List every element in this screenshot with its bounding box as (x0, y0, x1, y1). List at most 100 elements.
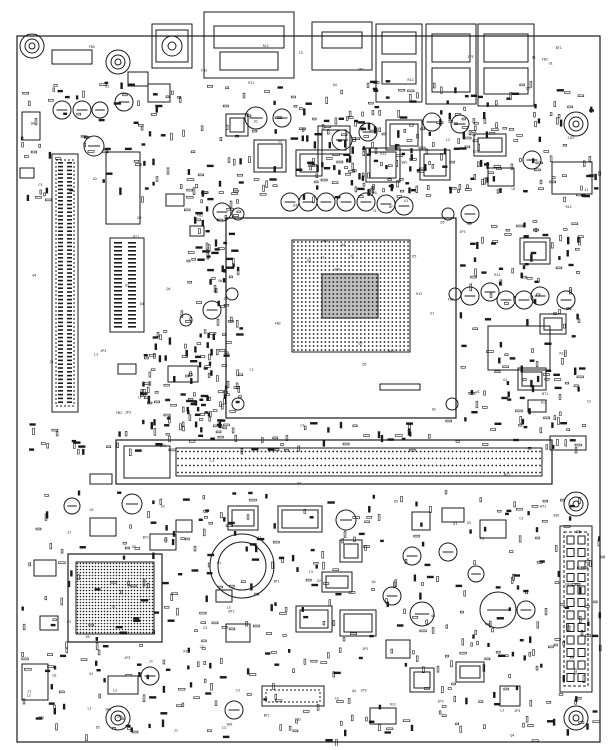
ref-label: J1 (320, 255, 324, 259)
reference-labels: U1U2C3R12J1Q4L2D5SW1BT1JP3FB2U1U2C3R12J1… (27, 44, 591, 738)
capacitor (121, 493, 143, 515)
capacitor (496, 290, 516, 310)
ref-label: R12 (416, 292, 422, 296)
ref-label: U1 (112, 604, 116, 608)
ref-label: SW1 (227, 723, 233, 727)
ref-label: Q4 (341, 243, 345, 247)
ref-label: SW1 (322, 239, 328, 243)
cmos-battery (209, 533, 275, 599)
capacitor (438, 542, 458, 562)
component-block (369, 707, 397, 725)
capacitor (460, 204, 480, 224)
mini-pcie-slot (105, 151, 145, 333)
ref-label: U2 (90, 508, 94, 512)
ref-label: BT1 (556, 46, 562, 50)
capacitor (244, 106, 268, 130)
ref-label: L2 (473, 149, 477, 153)
ref-label: J1 (50, 360, 54, 364)
mounting-hole (563, 111, 589, 137)
mounting-hole (563, 491, 589, 517)
ref-label: FB2 (197, 214, 203, 218)
ref-label: U2 (278, 140, 282, 144)
ref-label: L2 (446, 138, 450, 142)
ref-label: U2 (89, 672, 93, 676)
cpu-pins (293, 241, 409, 351)
ref-label: U1 (453, 522, 457, 526)
ref-label: J1 (257, 536, 261, 540)
component-block (225, 623, 251, 643)
component-block (167, 365, 199, 383)
ref-label: SW1 (334, 267, 340, 271)
ref-label: D5 (394, 500, 398, 504)
pcie-pins (177, 450, 541, 474)
ref-label: Q4 (372, 580, 376, 584)
capacitor (450, 114, 470, 134)
capacitors (52, 92, 576, 720)
bottom-header (261, 685, 325, 707)
ref-label: D5 (441, 221, 445, 225)
component-block (419, 149, 451, 181)
ref-label: BT1 (540, 505, 546, 509)
ref-label: U1 (549, 61, 553, 65)
screw-hole (231, 397, 245, 411)
ref-label: D5 (373, 191, 377, 195)
ref-label: L2 (138, 396, 142, 400)
capacitor (516, 600, 536, 620)
ref-label: BT1 (389, 205, 395, 209)
component-block (51, 49, 93, 65)
ref-label: FB2 (295, 718, 301, 722)
capacitor (202, 300, 222, 320)
ref-label: R12 (389, 349, 395, 353)
component-block (175, 519, 193, 533)
board-outline (16, 35, 601, 743)
component-block (455, 661, 485, 683)
ref-label: L2 (113, 688, 117, 692)
capacitor (272, 108, 292, 128)
ref-label: JP3 (437, 700, 443, 704)
ref-label: JP3 (117, 715, 123, 719)
screw-hole (225, 287, 239, 301)
ref-label: U1 (430, 311, 434, 315)
screw-hole (179, 313, 193, 327)
ref-label: FB2 (542, 58, 548, 62)
ref-label: C3 (222, 726, 226, 730)
power-pins (566, 535, 586, 682)
ref-label: J1 (373, 209, 377, 213)
ref-label: U2 (467, 521, 471, 525)
ref-label: R12 (566, 205, 572, 209)
ref-label: JP3 (467, 55, 473, 59)
ref-label: JP3 (361, 688, 367, 692)
component-block (89, 473, 113, 485)
ref-label: J1 (174, 728, 178, 732)
mounting-hole (19, 33, 45, 59)
ref-label: C3 (299, 51, 303, 55)
capacitor (480, 282, 500, 302)
ref-label: J1 (223, 297, 227, 301)
ref-label: BT1 (133, 235, 139, 239)
ref-label: L2 (94, 352, 98, 356)
capacitor (467, 565, 485, 583)
ref-label: BT1 (542, 392, 548, 396)
ref-label: Q4 (352, 689, 356, 693)
ref-label: R12 (494, 273, 500, 277)
screw-hole (445, 397, 459, 411)
component-block (479, 519, 507, 539)
component-block (117, 363, 137, 375)
component-block (379, 383, 421, 391)
ref-label: U1 (404, 199, 408, 203)
audio-jack-top (151, 23, 193, 69)
ref-label: U1 (532, 56, 536, 60)
component-block (339, 609, 377, 637)
capacitor (394, 196, 414, 216)
capacitor (140, 666, 160, 686)
ref-label: C3 (309, 570, 313, 574)
lan-usb-stack-2 (477, 23, 535, 107)
ref-label: FB2 (448, 298, 454, 302)
component-block (527, 399, 547, 413)
ref-label: R12 (263, 44, 269, 48)
screw-hole (441, 207, 455, 221)
ref-label: L2 (227, 605, 231, 609)
component-block (539, 313, 567, 335)
ref-label: Q4 (431, 614, 435, 618)
